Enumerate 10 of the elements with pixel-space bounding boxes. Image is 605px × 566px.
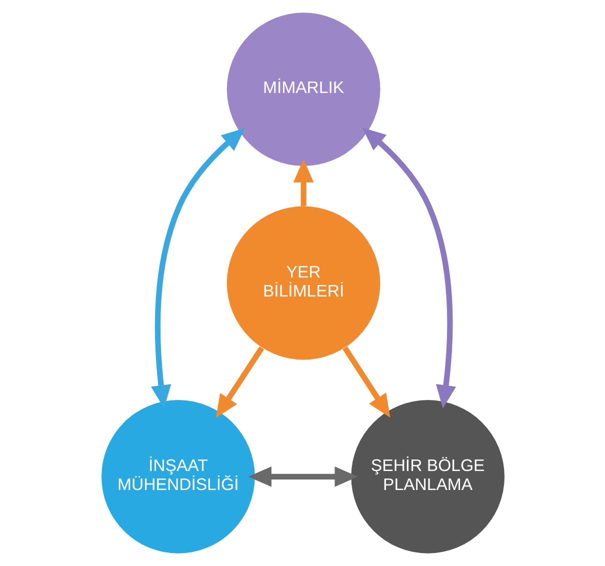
arrow: [292, 159, 314, 206]
arrow: [248, 466, 358, 487]
arrow: [362, 128, 456, 408]
arrow: [215, 346, 264, 418]
arrow: [150, 128, 245, 408]
arrow: [342, 346, 390, 418]
node-circle: YER BİLİMLERİ: [226, 206, 380, 360]
node-circle: İNŞAAT MÜHENDİSLİĞİ: [100, 400, 254, 554]
node-circle: MİMARLIK: [226, 12, 380, 166]
node-circle: ŞEHİR BÖLGE PLANLAMA: [350, 400, 504, 554]
